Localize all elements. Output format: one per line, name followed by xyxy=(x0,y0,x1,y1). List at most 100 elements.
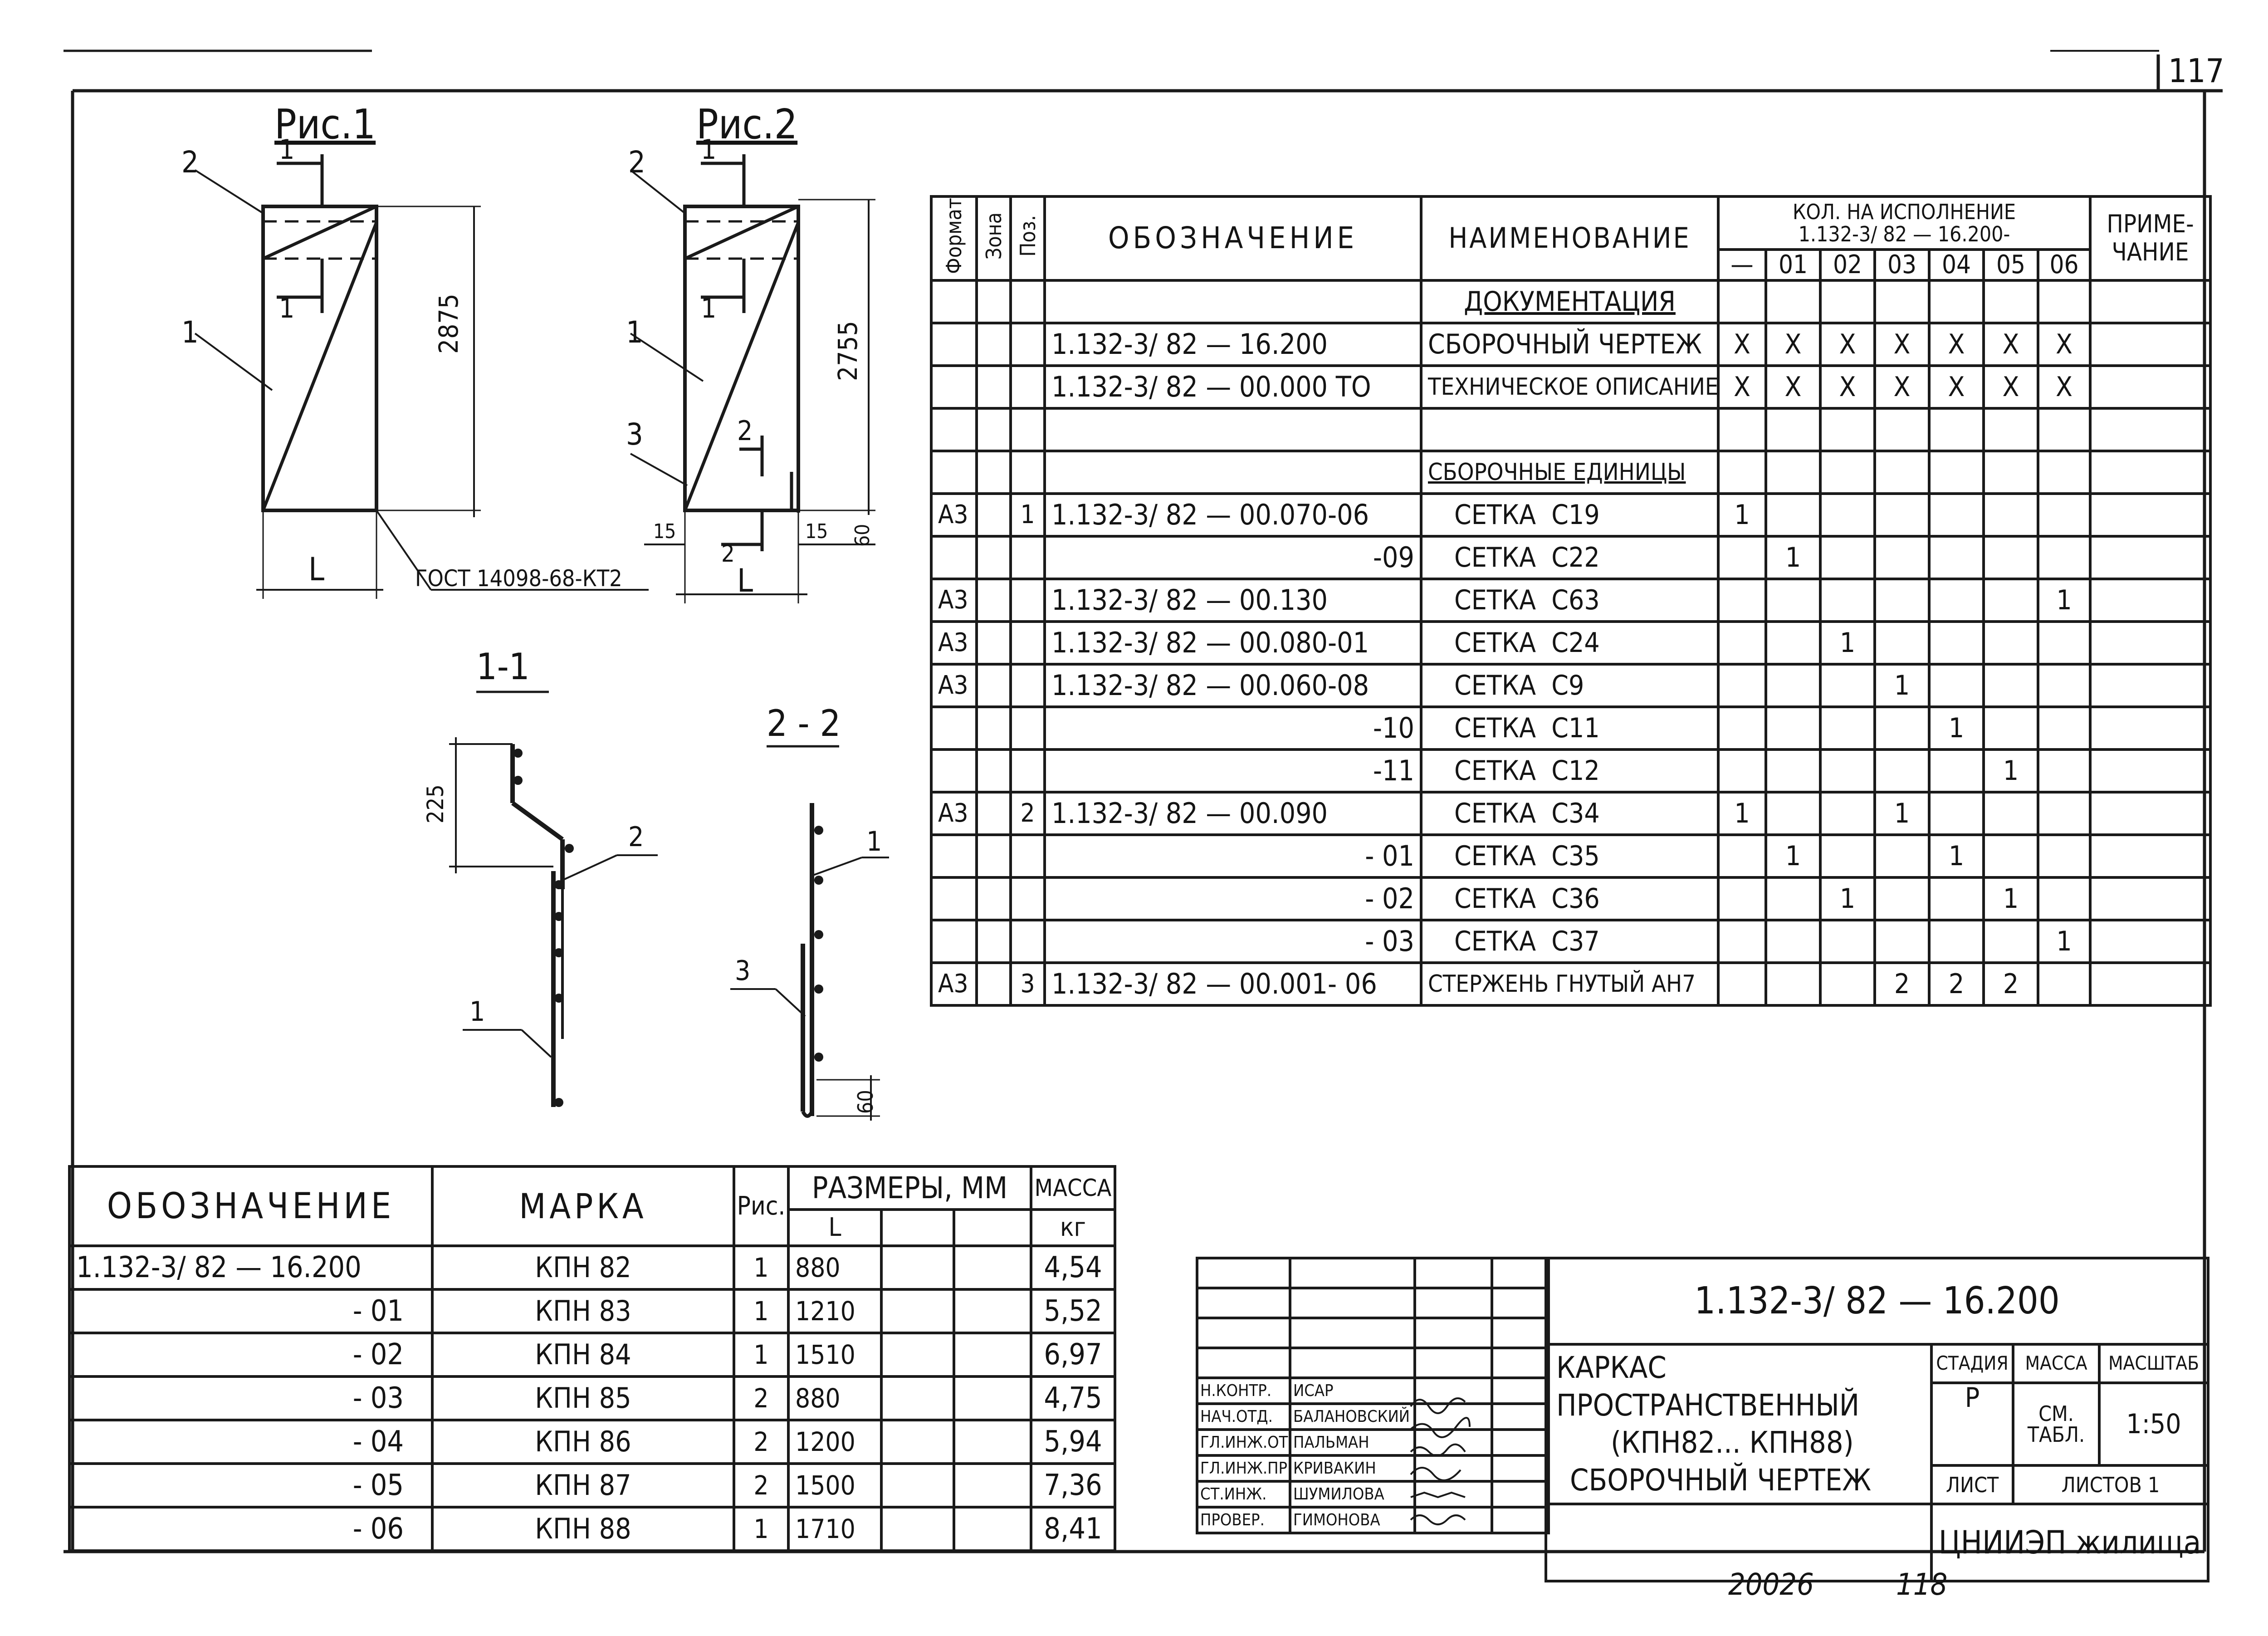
weld-dots xyxy=(513,749,823,1107)
signer-role: Провер. xyxy=(1196,1506,1291,1534)
spec-cell-name: Сетка С24 xyxy=(1420,620,1720,666)
signer-row: Гл.инж.пр.Кривакин xyxy=(1196,1454,1550,1483)
mark-cell-l: 1200 xyxy=(787,1419,883,1465)
signer-role: Нач.отд. xyxy=(1196,1402,1291,1431)
spec-row: 1.132-3/ 82 — 00.000 ТОТехническое описа… xyxy=(930,364,2212,410)
section-1-1-label-1: 1 xyxy=(469,996,485,1028)
spec-cell-qty: 1 xyxy=(1928,705,1985,751)
spec-cell-qty xyxy=(1819,662,1876,708)
spec-cell-zone xyxy=(975,364,1012,410)
spec-cell-qty xyxy=(1819,918,1876,964)
signer-date xyxy=(1491,1480,1550,1509)
spec-cell-qty xyxy=(1765,790,1822,836)
spec-cell-qty xyxy=(1982,833,2039,879)
signer-cell-empty xyxy=(1196,1257,1291,1289)
spec-cell-qty xyxy=(1819,492,1876,538)
signer-cell-empty xyxy=(1196,1317,1291,1349)
spec-cell-qty xyxy=(1982,279,2039,324)
spec-cell-fmt xyxy=(930,918,978,964)
spec-cell-qty xyxy=(1819,748,1876,794)
spec-cell-qty xyxy=(1928,748,1985,794)
spec-cell-qty: X xyxy=(2037,364,2092,410)
signer-cell-empty xyxy=(1289,1257,1416,1289)
spec-cell-name: Документация xyxy=(1420,279,1720,324)
spec-cell-note xyxy=(2089,876,2212,921)
section-1-1-dim-225: 225 xyxy=(422,784,449,823)
spec-cell-qty: 1 xyxy=(2037,918,2092,964)
spec-cell-qty xyxy=(1765,876,1822,921)
fig1-gost-note: ГОСТ 14098-68-КТ2 xyxy=(415,565,622,592)
mt-hdr-sizes: Размеры, мм xyxy=(787,1165,1032,1211)
spec-cell-qty: 1 xyxy=(1765,833,1822,879)
organization: ЦНИИЭП жилища xyxy=(1930,1503,2210,1582)
title-line-2: (КПН82... КПН88) xyxy=(1611,1425,1854,1460)
section-2-2-label-1: 1 xyxy=(866,826,882,857)
spec-cell-fmt: А3 xyxy=(930,492,978,538)
spec-cell-fmt xyxy=(930,279,978,324)
spec-cell-name: Сборочные единицы xyxy=(1420,449,1720,495)
spec-cell-fmt xyxy=(930,748,978,794)
spec-cell-pos xyxy=(1009,748,1046,794)
spec-cell-pos xyxy=(1009,833,1046,879)
spec-row: Сборочные единицы xyxy=(930,449,2212,495)
spec-cell-qty xyxy=(1982,705,2039,751)
spec-cell-qty: 1 xyxy=(1765,534,1822,580)
sheet-number: 117 xyxy=(2168,52,2224,90)
spec-cell-qty xyxy=(1873,534,1931,580)
section-2-2-dim-60: 60 xyxy=(853,1090,878,1114)
mt-hdr-fig: Рис. xyxy=(733,1165,790,1247)
signer-name: Гимонова xyxy=(1289,1506,1416,1534)
spec-cell-name: Сборочный чертеж xyxy=(1420,321,1720,367)
spec-cell-fmt xyxy=(930,321,978,367)
spec-cell-fmt xyxy=(930,407,978,452)
spec-cell-qty xyxy=(1717,876,1767,921)
spec-cell-name: Сетка С19 xyxy=(1420,492,1720,538)
spec-cell-note xyxy=(2089,364,2212,410)
spec-cell-qty: 2 xyxy=(1873,961,1931,1007)
spec-cell-qty xyxy=(2037,833,2092,879)
spec-cell-qty xyxy=(1717,279,1767,324)
spec-cell-qty xyxy=(2037,492,2092,538)
spec-cell-qty: 1 xyxy=(1873,790,1931,836)
spec-cell-qty xyxy=(1819,577,1876,623)
mark-cell-mass: 4,54 xyxy=(1030,1244,1116,1291)
spec-cell-qty xyxy=(1765,705,1822,751)
spec-cell-qty xyxy=(2037,620,2092,666)
mark-cell-des: - 04 xyxy=(68,1419,434,1465)
spec-cell-des: -11 xyxy=(1043,748,1422,794)
fig2-label-1a: 1 xyxy=(701,134,717,166)
mark-cell-l: 1510 xyxy=(787,1332,883,1378)
spec-cell-zone xyxy=(975,620,1012,666)
mark-cell-l: 880 xyxy=(787,1375,883,1421)
mt-hdr-mark: Марка xyxy=(431,1165,735,1247)
spec-cell-qty xyxy=(1765,407,1822,452)
signer-row: Н.контр.Исар xyxy=(1196,1376,1550,1405)
signer-signature xyxy=(1413,1480,1493,1509)
fig1-drawing xyxy=(194,154,649,599)
spec-cell-des: 1.132-3/ 82 — 00.001- 06 xyxy=(1043,961,1422,1007)
mark-cell-des: - 02 xyxy=(68,1332,434,1378)
fig1-label-2: 2 xyxy=(181,145,199,180)
mark-cell-mark: КПН 84 xyxy=(431,1332,735,1378)
spec-cell-qty: X xyxy=(1873,321,1931,367)
fig2-title: Рис.2 xyxy=(696,101,798,148)
mark-cell-fig: 1 xyxy=(733,1506,790,1552)
spec-cell-pos: 1 xyxy=(1009,492,1046,538)
spec-cell-qty xyxy=(1873,705,1931,751)
spec-cell-qty xyxy=(2037,534,2092,580)
spec-cell-qty xyxy=(1717,577,1767,623)
mark-cell-empty xyxy=(953,1332,1032,1378)
spec-cell-qty xyxy=(2037,790,2092,836)
spec-cell-note xyxy=(2089,577,2212,623)
spec-cell-qty xyxy=(1982,492,2039,538)
spec-cell-qty: X xyxy=(1982,364,2039,410)
spec-cell-qty: 1 xyxy=(1819,876,1876,921)
spec-cell-zone xyxy=(975,748,1012,794)
spec-cell-qty xyxy=(1765,662,1822,708)
spec-cell-qty xyxy=(1873,449,1931,495)
hdr-zone: Зона xyxy=(975,195,1012,282)
mark-cell-des: - 05 xyxy=(68,1462,434,1509)
